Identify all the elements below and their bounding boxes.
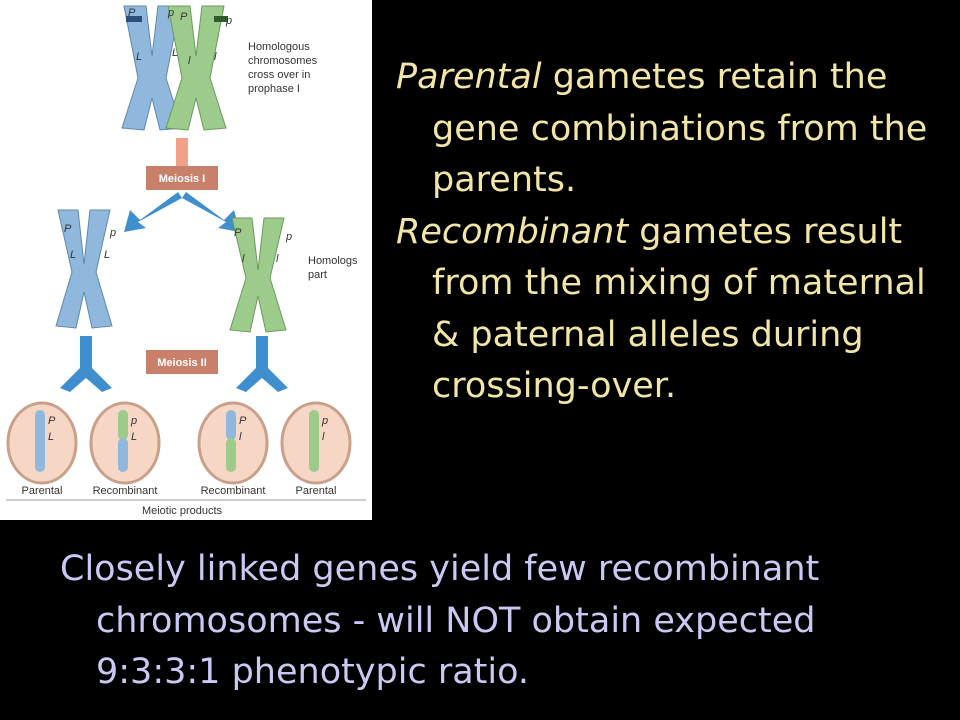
svg-text:Parental: Parental (296, 485, 337, 497)
parental-paragraph: Parental gametes retain the gene combina… (396, 57, 928, 200)
allele-label: L (172, 47, 178, 59)
svg-text:L: L (70, 249, 76, 261)
svg-text:part: part (308, 269, 327, 281)
svg-text:p: p (285, 231, 292, 243)
meiosis-1-box (146, 166, 218, 190)
svg-text:L: L (104, 249, 110, 261)
split-arrow-icon (60, 336, 112, 392)
meiotic-cells: P L p L P l p l (6, 401, 352, 485)
meiosis-diagram: P p P p L L l l Homologous chromosomes c… (0, 0, 372, 520)
homolog-blue: P p L L (55, 209, 116, 329)
allele-label: l (188, 55, 191, 67)
svg-text:P: P (64, 223, 72, 235)
allele-label: P (128, 7, 136, 19)
meiosis-2-box (146, 350, 218, 374)
allele-label: l (214, 51, 217, 63)
arrow-down-left-icon (124, 192, 182, 232)
crossover-label: Homologous chromosomes cross over in pro… (248, 41, 318, 95)
allele-label: P (180, 11, 188, 23)
svg-text:Recombinant: Recombinant (201, 485, 266, 497)
recombinant-paragraph: Recombinant gametes result from the mixi… (396, 211, 926, 407)
svg-text:p: p (109, 227, 116, 239)
arrow-down-right-icon (182, 192, 240, 232)
conclusion-text: Closely linked genes yield few recombina… (60, 544, 950, 699)
svg-text:l: l (239, 431, 242, 443)
svg-text:Homologous: Homologous (248, 41, 310, 53)
crossover-pair: P p P p L L l l (121, 5, 232, 131)
svg-text:l: l (242, 253, 245, 265)
svg-text:Parental: Parental (22, 485, 63, 497)
meiosis-1-label: Meiosis I (159, 173, 205, 185)
svg-text:Homologs: Homologs (308, 255, 358, 267)
svg-text:Recombinant: Recombinant (93, 485, 158, 497)
svg-text:P: P (239, 415, 247, 427)
products-labels: Parental Recombinant Recombinant Parenta… (22, 485, 337, 497)
products-caption: Meiotic products (142, 505, 223, 517)
conclusion-paragraph: Closely linked genes yield few recombina… (60, 549, 820, 692)
allele-label: p (225, 15, 232, 27)
homolog-green: P p l l (229, 217, 292, 333)
svg-text:P: P (48, 415, 56, 427)
allele-label: p (167, 7, 174, 19)
svg-text:L: L (131, 431, 137, 443)
explanation-text: Parental gametes retain the gene combina… (396, 52, 956, 413)
svg-text:l: l (276, 253, 279, 265)
svg-text:P: P (234, 227, 242, 239)
allele-label: L (136, 51, 142, 63)
svg-text:cross over in: cross over in (248, 69, 310, 81)
svg-text:prophase I: prophase I (248, 83, 300, 95)
svg-text:chromosomes: chromosomes (248, 55, 318, 67)
svg-text:l: l (322, 431, 325, 443)
svg-text:p: p (321, 415, 328, 427)
split-arrow-icon (236, 336, 288, 392)
svg-text:L: L (48, 431, 54, 443)
meiosis-2-label: Meiosis II (157, 357, 207, 369)
svg-text:p: p (130, 415, 137, 427)
homologs-label: Homologs part (308, 255, 358, 281)
